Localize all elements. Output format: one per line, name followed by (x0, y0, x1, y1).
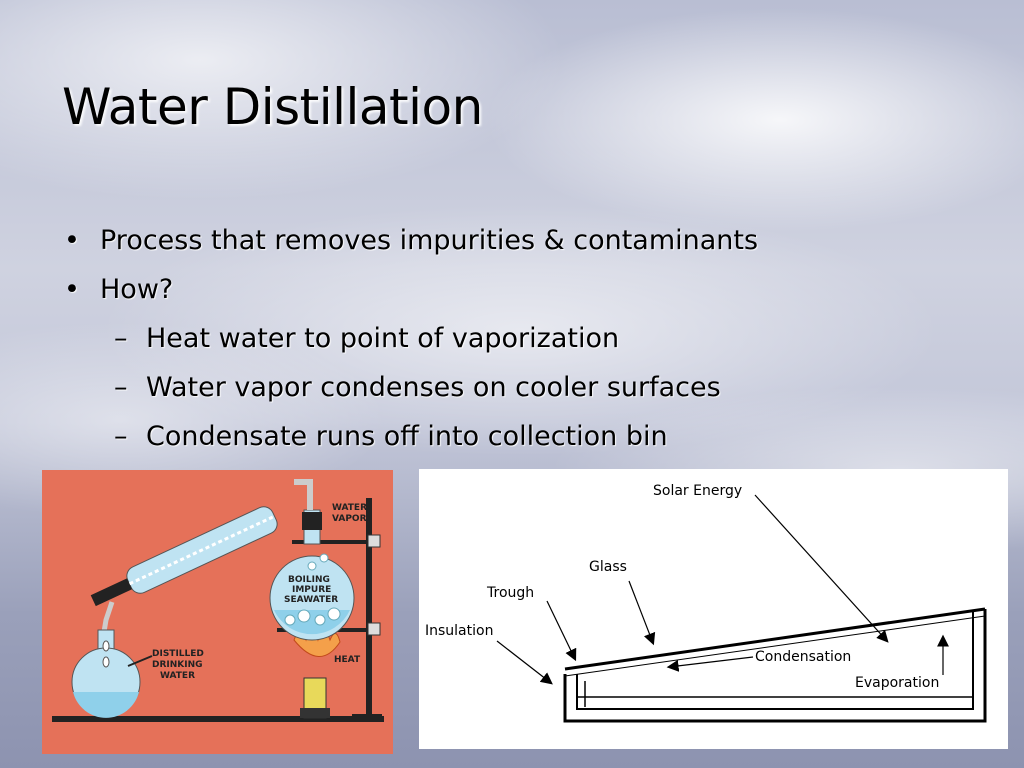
sub-bullet-item: – Condensate runs off into collection bi… (62, 414, 962, 463)
outlet-tube (101, 601, 115, 633)
distilled-water (73, 692, 139, 718)
dash-icon: – (114, 372, 128, 403)
flask-stopper (302, 512, 322, 530)
condensation-label: Condensation (755, 649, 851, 665)
water-drop-icon (102, 656, 110, 668)
boiling-label-2: IMPURE (292, 585, 331, 595)
glass-cover-inner (564, 615, 986, 677)
stand-clamp-top (292, 540, 372, 544)
bubble (307, 561, 317, 571)
boiling-label-1: BOILING (288, 575, 330, 585)
ring-stand-pole (366, 498, 372, 718)
sub-bullet-item: – Heat water to point of vaporization (62, 316, 962, 365)
boiling-label-3: SEAWATER (284, 595, 338, 605)
distillation-apparatus-drawing: WATER VAPOR BOILING IMPURE SEAWATER HEAT… (52, 479, 384, 722)
dash-icon: – (114, 323, 128, 354)
sub-bullet-item: – Water vapor condenses on cooler surfac… (62, 365, 962, 414)
distilled-pointer-line (127, 655, 153, 667)
bullet-list: • Process that removes impurities & cont… (62, 218, 962, 463)
table-surface (52, 716, 384, 722)
glass-cover (564, 607, 986, 671)
water-vapor-label-2: VAPOR (332, 514, 367, 524)
ring-stand-base (352, 714, 382, 720)
bullet-icon: • (64, 274, 80, 305)
condenser (90, 506, 278, 607)
trough-arrow (546, 600, 577, 662)
burner-base (300, 708, 330, 718)
insulation-label: Insulation (425, 623, 493, 639)
water-vapor-label-1: WATER (332, 503, 367, 513)
condenser-inner-tube (128, 514, 276, 586)
heat-label: HEAT (334, 655, 361, 665)
sub-bullet-text: Condensate runs off into collection bin (146, 421, 668, 452)
still-outer-wall (563, 609, 987, 723)
bullet-text: Process that removes impurities & contam… (100, 225, 759, 256)
bullet-text: How? (100, 274, 174, 305)
solar-energy-arrow (754, 494, 889, 643)
distilled-label-3: WATER (160, 671, 195, 681)
trough-label: Trough (486, 585, 534, 601)
insulation-arrow (496, 640, 553, 685)
sub-bullet-text: Heat water to point of vaporization (146, 323, 620, 354)
evaporation-label: Evaporation (855, 675, 939, 691)
glass-label: Glass (589, 559, 627, 575)
condenser-end (90, 578, 133, 607)
water-drop-icon (102, 640, 110, 652)
sub-bullet-text: Water vapor condenses on cooler surfaces (146, 372, 721, 403)
bullet-item: • Process that removes impurities & cont… (62, 218, 962, 267)
dash-icon: – (114, 421, 128, 452)
distilled-label-2: DRINKING (152, 660, 203, 670)
bubble (319, 553, 329, 563)
slide-title: Water Distillation (62, 78, 483, 136)
still-inner-wall (576, 611, 974, 710)
solar-still-drawing: Solar Energy Glass Trough Insulation Con… (425, 483, 987, 723)
bubble (297, 609, 311, 623)
glass-arrow (628, 580, 656, 646)
condensation-arrow (666, 656, 754, 672)
clamp-knob-ring (367, 622, 381, 636)
bubble (314, 614, 326, 626)
bubble (284, 614, 296, 626)
clamp-knob-top (367, 534, 381, 548)
distillation-apparatus-figure: WATER VAPOR BOILING IMPURE SEAWATER HEAT… (42, 470, 393, 754)
solar-energy-label: Solar Energy (653, 483, 742, 499)
distilled-label-1: DISTILLED (152, 649, 204, 659)
bullet-item: • How? (62, 267, 962, 316)
bullet-icon: • (64, 225, 80, 256)
bubble (327, 607, 341, 621)
solar-still-figure: Solar Energy Glass Trough Insulation Con… (419, 469, 1008, 749)
vapor-tube (294, 479, 313, 510)
